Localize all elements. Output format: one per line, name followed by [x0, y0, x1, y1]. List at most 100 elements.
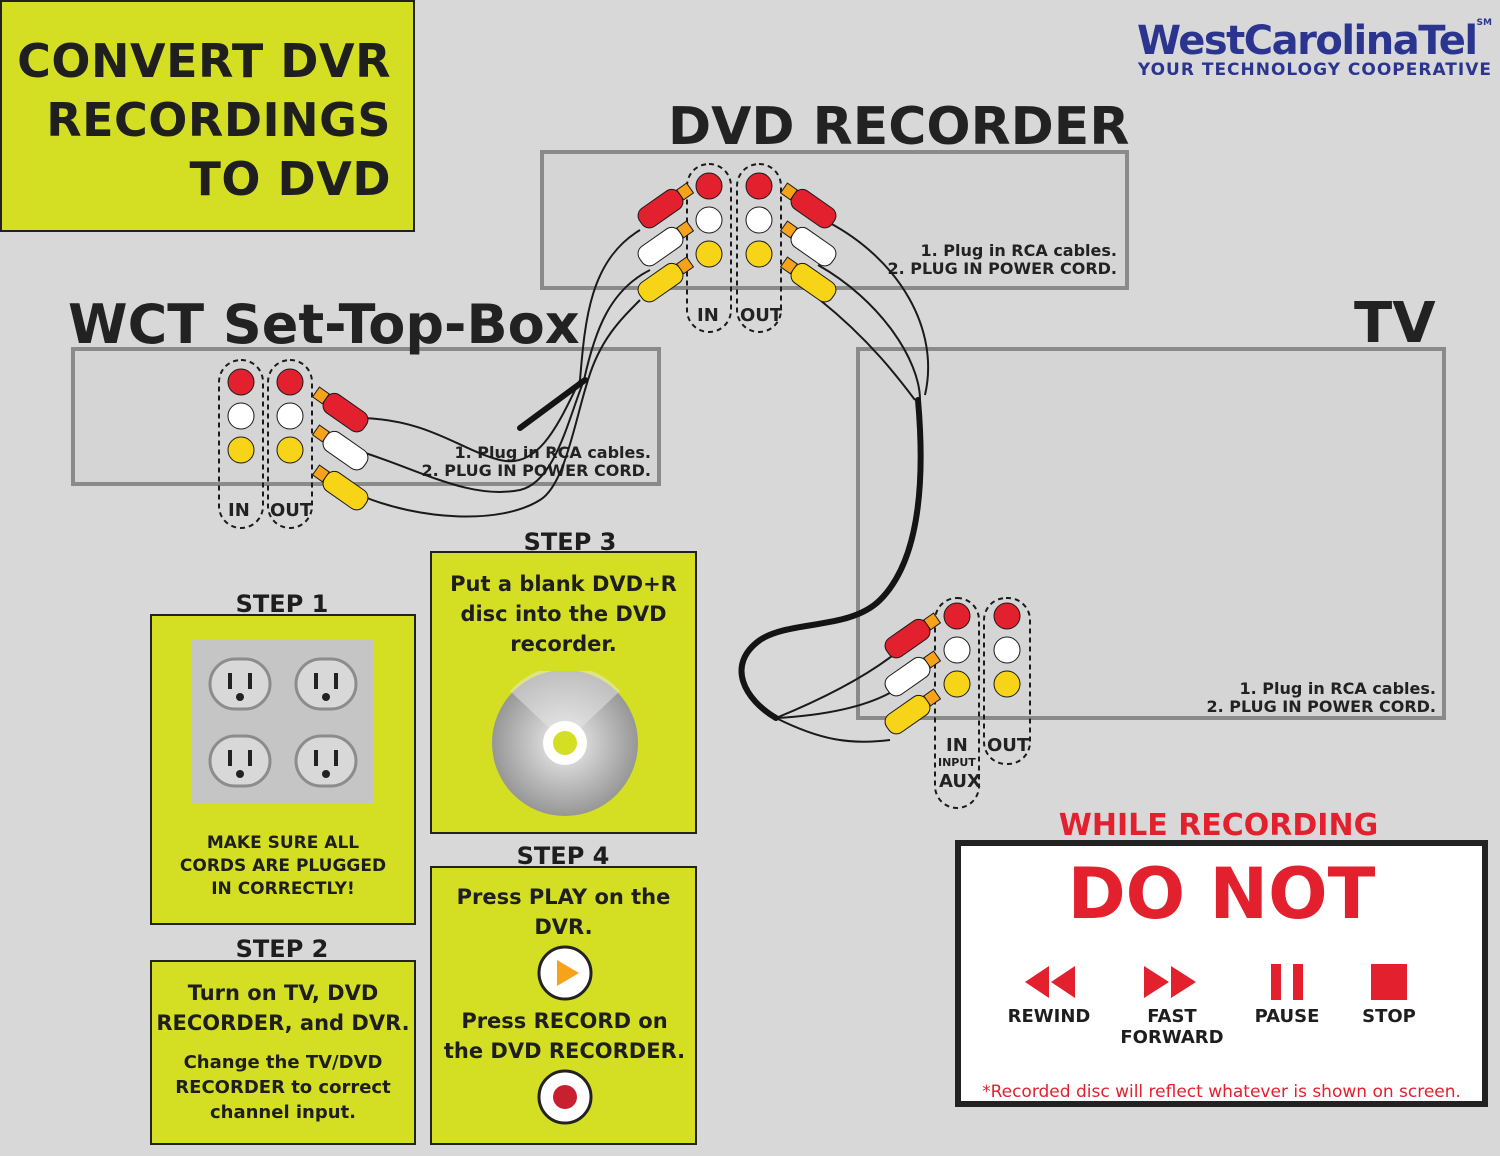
stb-out-port-group — [267, 359, 313, 529]
cable-dvdin-yellow — [587, 299, 641, 381]
step2-label: STEP 2 — [235, 935, 329, 963]
logo-name: WestCarolinaTel — [1137, 18, 1478, 64]
step1-label: STEP 1 — [235, 590, 329, 618]
dvd-disc-icon — [492, 671, 638, 816]
stb-out-jack-red — [276, 368, 304, 396]
dvd-out-port-group — [736, 163, 782, 333]
step1-text-1: MAKE SURE ALL — [206, 833, 360, 853]
tv-in-jack-red — [943, 602, 971, 630]
tv-note-2: 2. PLUG IN POWER CORD. — [1206, 697, 1436, 716]
warning-footnote: *Recorded disc will reflect whatever is … — [982, 1082, 1461, 1102]
step1-text-3: IN CORRECTLY! — [211, 879, 355, 899]
step4-panel: Press PLAY on the DVR. Press RECORD on t… — [430, 866, 697, 1145]
step3-text-1: Put a blank DVD+R — [450, 572, 677, 596]
rca-plug-yellow — [311, 464, 369, 511]
dvd-recorder-note-2: 2. PLUG IN POWER CORD. — [887, 259, 1117, 278]
rca-plug-yellow — [637, 256, 695, 303]
cable-tvin-yellow — [775, 717, 891, 743]
dvd-recorder-title: DVD RECORDER — [668, 97, 1130, 157]
step2-text-5: channel input. — [209, 1102, 357, 1123]
tv-in-label: IN — [946, 735, 968, 756]
tv-in-jack-white — [943, 636, 971, 664]
cable-tvin-white — [775, 689, 896, 719]
cable-stb-yellow — [361, 379, 589, 518]
rca-plug-white — [779, 220, 837, 267]
cable-dvdout-yellow — [819, 299, 916, 401]
tv-out-label: OUT — [987, 735, 1030, 756]
outlet-icon — [208, 657, 272, 711]
rca-plug-red — [884, 612, 942, 659]
control-stop-label: STOP — [1362, 1006, 1416, 1027]
stb-out-jack-white — [276, 402, 304, 430]
step3-text-2: disc into the DVD — [460, 602, 667, 626]
dvd-out-jack-yellow — [745, 240, 773, 268]
dvd-recorder-box: 1. Plug in RCA cables. 2. PLUG IN POWER … — [540, 150, 1129, 290]
warning-do-not: DO NOT — [1067, 853, 1376, 935]
rca-plug-yellow — [779, 256, 837, 303]
step2-panel: Turn on TV, DVD RECORDER, and DVR. Chang… — [150, 960, 416, 1145]
set-top-box-title: WCT Set-Top-Box — [68, 293, 580, 356]
control-pause: PAUSE — [1237, 962, 1337, 1027]
outlet-icon — [294, 734, 358, 788]
control-fast-forward: FAST FORWARD — [1117, 962, 1227, 1048]
rca-plug-white — [311, 424, 369, 471]
stop-icon — [1371, 964, 1407, 1000]
play-icon — [537, 945, 593, 1001]
title-line-3: TO DVD — [189, 152, 391, 206]
pause-icon — [1271, 964, 1303, 1000]
dvd-in-jack-white — [695, 206, 723, 234]
cable-dvdin-red — [579, 229, 641, 381]
cable-bundle-stb — [517, 377, 588, 431]
step4-text-3: Press RECORD on — [461, 1009, 668, 1033]
dvd-in-port-group — [686, 163, 732, 333]
stb-in-port-group — [218, 359, 264, 529]
dvd-in-label: IN — [697, 305, 719, 326]
control-fast-label-1: FAST — [1147, 1006, 1197, 1027]
cable-bundle-tv — [738, 397, 924, 721]
stb-out-label: OUT — [270, 500, 313, 521]
record-icon — [537, 1069, 593, 1125]
rca-plug-red — [779, 182, 837, 229]
dvd-in-jack-red — [695, 172, 723, 200]
cable-dvdin-white — [583, 269, 651, 381]
cable-tvin-red — [775, 655, 893, 719]
cable-stb-white — [361, 379, 585, 493]
dvd-recorder-note-1: 1. Plug in RCA cables. — [920, 241, 1117, 260]
title-panel: CONVERT DVR RECORDINGS TO DVD — [0, 0, 415, 232]
step1-panel: MAKE SURE ALL CORDS ARE PLUGGED IN CORRE… — [150, 614, 416, 925]
stb-in-label: IN — [228, 500, 250, 521]
step4-text-4: the DVD RECORDER. — [443, 1039, 686, 1063]
cable-dvdout-red — [827, 221, 930, 396]
step2-text-3: Change the TV/DVD — [183, 1052, 383, 1073]
rca-plug-white — [884, 650, 942, 697]
dvd-out-jack-white — [745, 206, 773, 234]
stb-in-jack-white — [227, 402, 255, 430]
tv-in-jack-yellow — [943, 670, 971, 698]
control-rewind: REWIND — [999, 962, 1099, 1027]
dvd-out-jack-red — [745, 172, 773, 200]
outlet-icon — [294, 657, 358, 711]
logo-tagline: YOUR TECHNOLOGY COOPERATIVE — [1137, 60, 1492, 80]
warning-heading: WHILE RECORDING — [1058, 808, 1379, 843]
title-line-2: RECORDINGS — [46, 93, 391, 147]
step4-text-1: Press PLAY on the — [456, 885, 671, 909]
tv-title: TV — [1354, 291, 1436, 356]
step2-text-1: Turn on TV, DVD — [187, 981, 379, 1005]
outlet-icon — [208, 734, 272, 788]
stb-in-jack-red — [227, 368, 255, 396]
step1-text-2: CORDS ARE PLUGGED — [179, 856, 387, 876]
step4-label: STEP 4 — [516, 842, 610, 870]
rewind-icon — [1025, 966, 1075, 998]
logo: WestCarolinaTelSM YOUR TECHNOLOGY COOPER… — [1120, 18, 1492, 80]
logo-service-mark: SM — [1476, 18, 1492, 28]
tv-out-jack-yellow — [993, 670, 1021, 698]
warning-panel: DO NOT REWIND FAST FORWARD PAUSE STOP *R… — [955, 840, 1488, 1107]
rca-plug-yellow — [884, 688, 942, 735]
cable-stb-red — [361, 379, 581, 463]
set-top-box-note-1: 1. Plug in RCA cables. — [454, 443, 651, 462]
step3-panel: Put a blank DVD+R disc into the DVD reco… — [430, 551, 697, 834]
control-rewind-label: REWIND — [1007, 1006, 1091, 1027]
tv-out-jack-red — [993, 602, 1021, 630]
control-pause-label: PAUSE — [1254, 1006, 1320, 1027]
